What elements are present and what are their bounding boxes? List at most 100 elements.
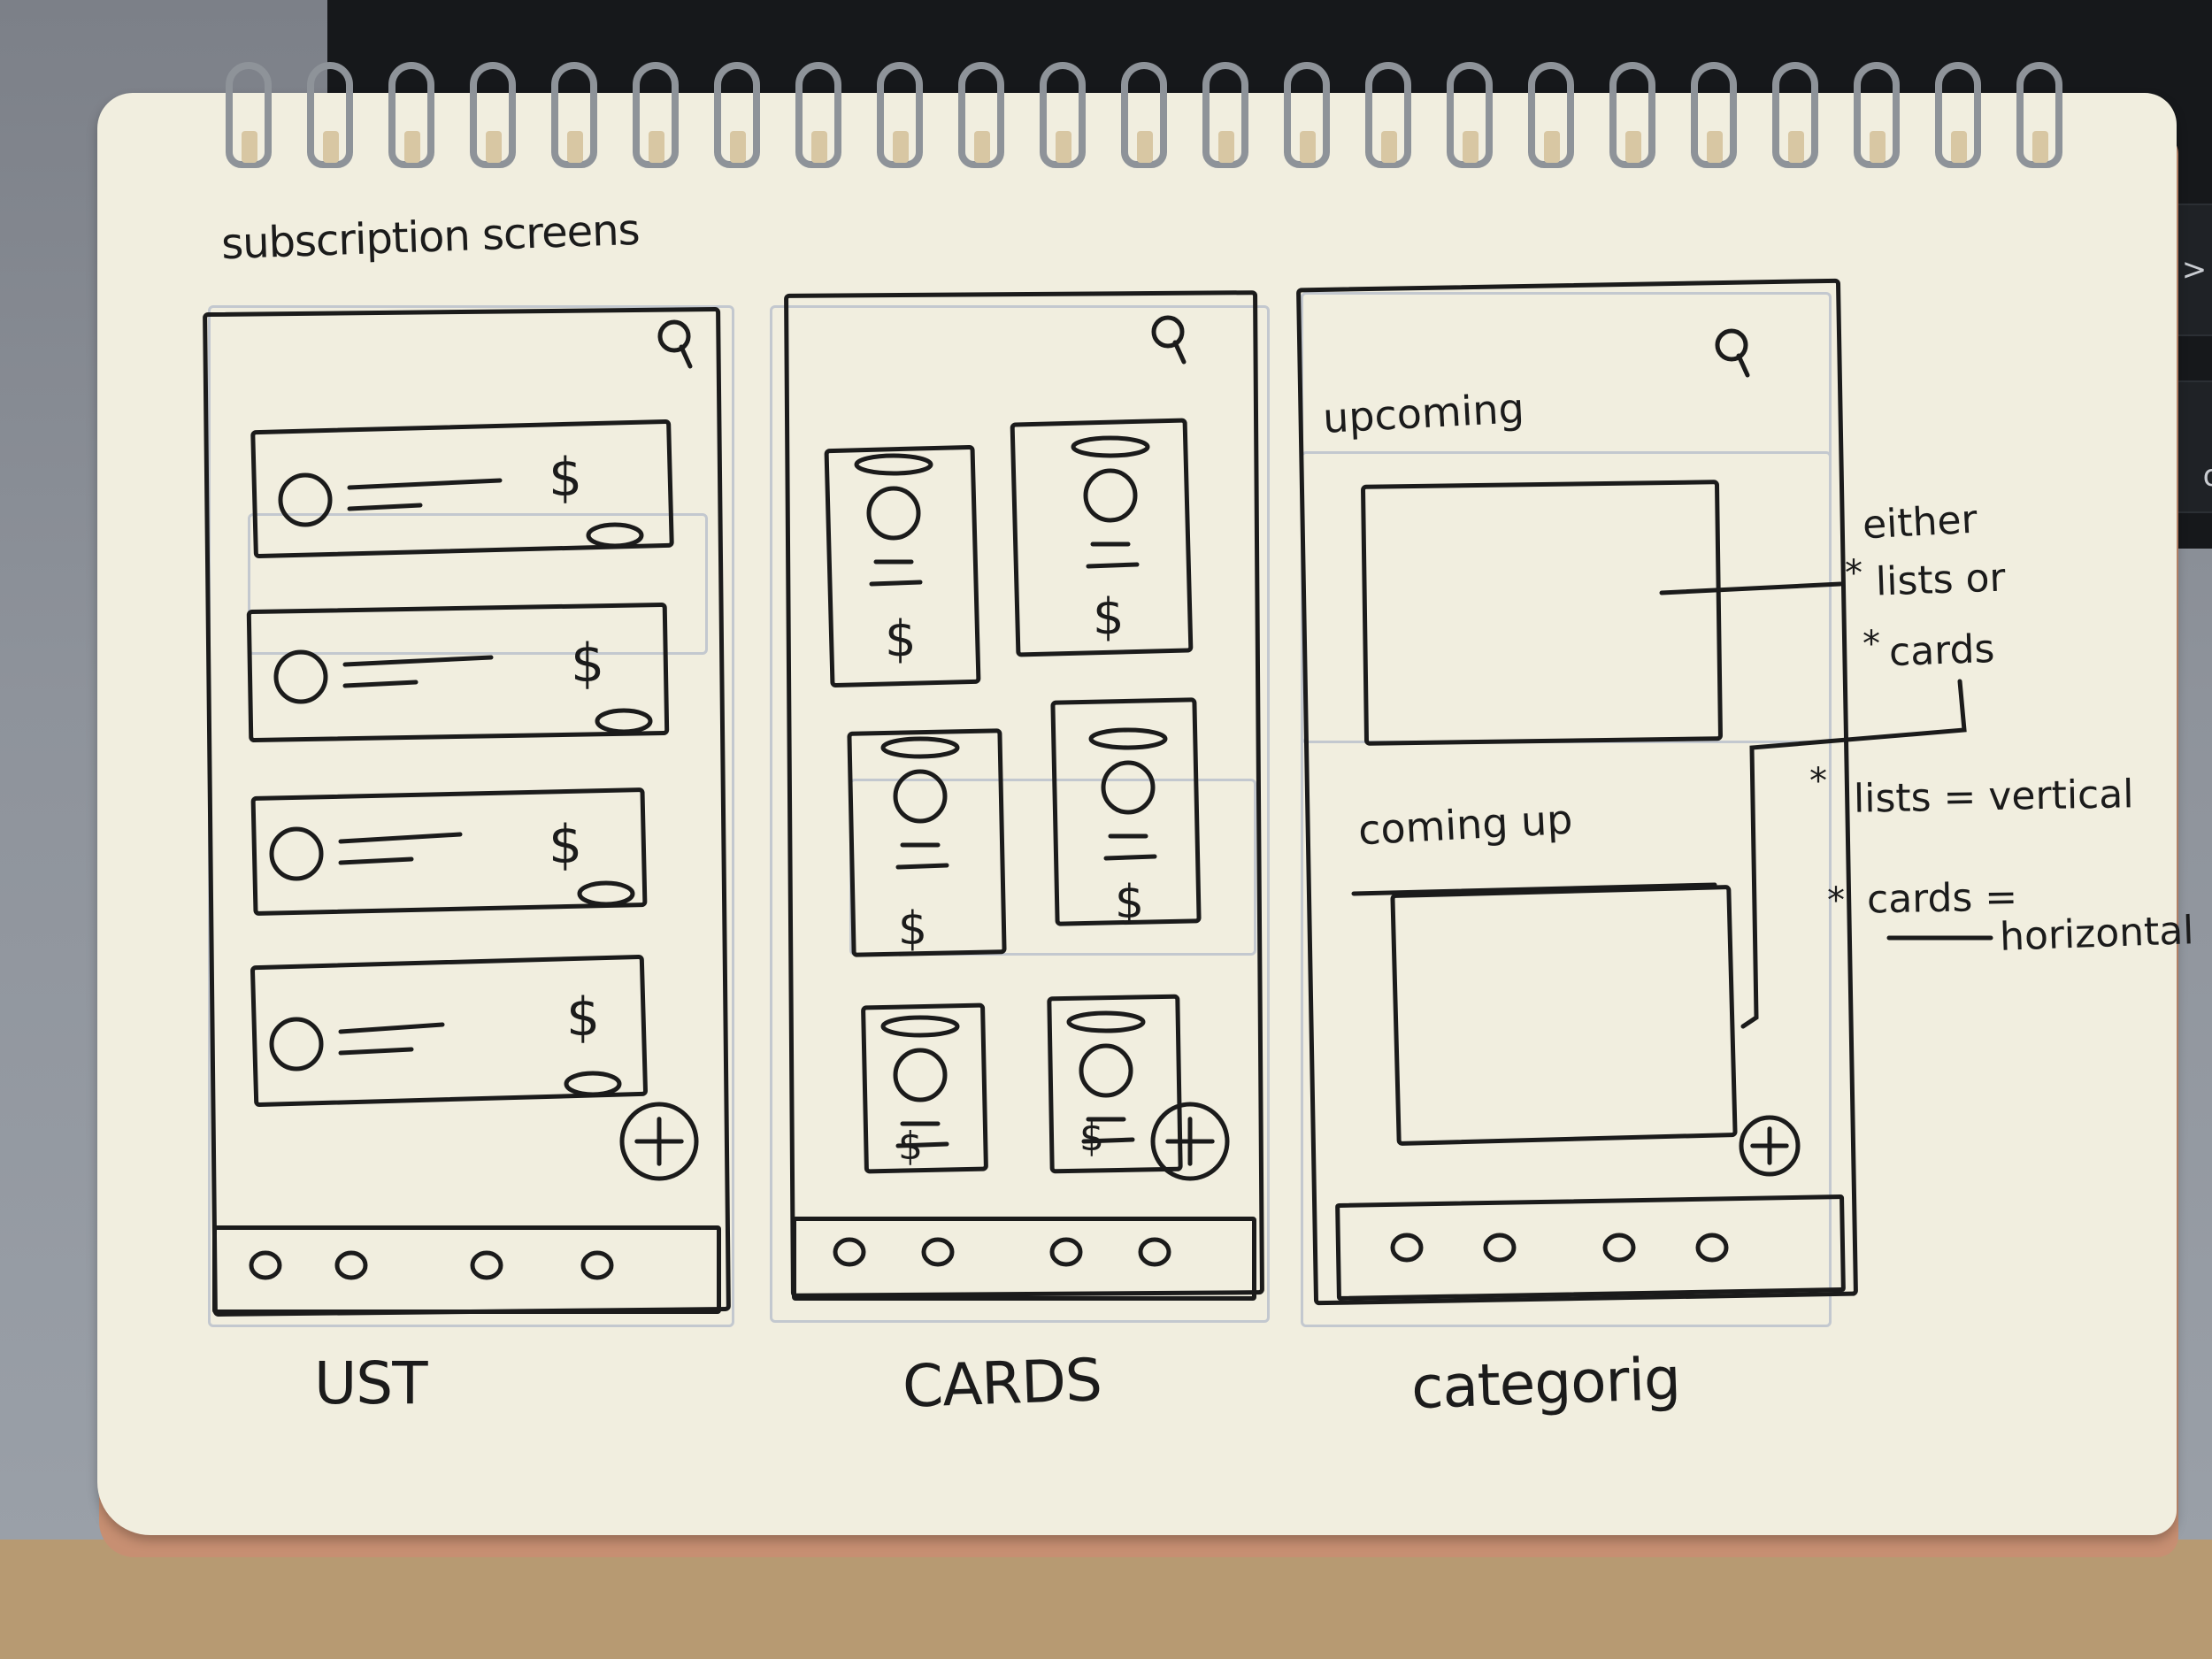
spiral-ring (1935, 62, 1981, 168)
spiral-ring (307, 62, 353, 168)
list-item-title-line (338, 832, 463, 844)
annotation-star: * (1827, 880, 1845, 921)
avatar-circle-icon (1083, 468, 1138, 523)
spiral-ring (388, 62, 434, 168)
list-item-title-line (338, 1022, 445, 1034)
nav-dot-icon (1695, 1233, 1729, 1263)
card-top-pill (1088, 727, 1168, 750)
search-icon (1172, 340, 1187, 365)
list-item-price: $ (549, 447, 583, 509)
card-price: $ (1093, 588, 1125, 646)
spiral-ring (1528, 62, 1574, 168)
avatar-circle-icon (1101, 760, 1156, 815)
coming-up-panel-top-line (1351, 882, 1717, 896)
annotation-pointer (1740, 679, 1967, 1029)
ghost-phone-2 (770, 305, 1270, 1323)
option-key-label: op (2203, 458, 2212, 494)
add-icon (619, 1102, 699, 1181)
card-subtitle-line (1103, 854, 1157, 861)
price-pill (586, 522, 644, 549)
nav-dot-icon (1483, 1233, 1517, 1263)
list-screen-label: UST (314, 1349, 428, 1417)
card-subtitle-line (1086, 562, 1140, 569)
nav-dot-icon (921, 1237, 955, 1267)
list-nav-bar (212, 1225, 721, 1314)
card-price: $ (1115, 876, 1145, 929)
nav-dot-icon (1049, 1237, 1083, 1267)
ghost-phone-3 (1301, 292, 1832, 1327)
spiral-ring (795, 62, 841, 168)
card-subtitle-line (1081, 1137, 1135, 1144)
list-item-subtitle-line (342, 680, 419, 688)
spiral-ring (1365, 62, 1411, 168)
ghost-panel (1301, 451, 1832, 743)
spiral-ring (633, 62, 679, 168)
spiral-ring (1040, 62, 1086, 168)
card-subtitle-line (895, 863, 949, 870)
spiral-ring (2016, 62, 2062, 168)
annotation-star: * (1809, 761, 1827, 802)
spiral-ring (958, 62, 1004, 168)
price-pill (577, 880, 635, 907)
desk (0, 1540, 2212, 1659)
card-subtitle-line (895, 1141, 949, 1148)
list-item-title-line (342, 655, 494, 667)
ghost-phone-1 (208, 305, 734, 1327)
annotation-pointer (1659, 581, 1843, 595)
avatar-circle-icon (893, 1048, 948, 1102)
spiral-ring (1854, 62, 1900, 168)
search-icon (1151, 315, 1185, 349)
price-pill (595, 708, 653, 734)
add-icon (1150, 1102, 1230, 1181)
card-top-pill (854, 453, 933, 476)
price-pill (564, 1071, 622, 1097)
avatar-circle-icon (269, 1017, 324, 1071)
nav-dot-icon (249, 1250, 282, 1280)
spiral-ring (714, 62, 760, 168)
card-top-pill (880, 1015, 960, 1038)
nav-dot-icon (1602, 1233, 1636, 1263)
nav-dot-icon (1390, 1233, 1424, 1263)
nav-dot-icon (833, 1237, 866, 1267)
annotation-star: * (1845, 553, 1863, 594)
nav-dot-icon (334, 1250, 368, 1280)
avatar-circle-icon (866, 486, 921, 541)
card-price: $ (1079, 1115, 1104, 1160)
card-price: $ (885, 611, 917, 668)
spiral-ring (1284, 62, 1330, 168)
card-top-pill (1071, 435, 1150, 458)
ghost-panel (849, 779, 1256, 956)
spiral-ring (1772, 62, 1818, 168)
avatar-circle-icon (893, 769, 948, 824)
list-item-price: $ (571, 633, 605, 695)
spiral-ring (877, 62, 923, 168)
annotation-star: * (1863, 624, 1880, 664)
card-subtitle-line (869, 580, 923, 587)
avatar-circle-icon (1079, 1043, 1133, 1098)
spiral-ring (1202, 62, 1248, 168)
card-top-pill (1066, 1010, 1146, 1033)
spiral-ring (470, 62, 516, 168)
search-icon (657, 319, 691, 353)
avatar-circle-icon (269, 826, 324, 881)
search-icon (679, 344, 693, 369)
card-top-pill (880, 736, 960, 759)
list-item-subtitle-line (338, 1047, 414, 1056)
spiral-ring (1691, 62, 1737, 168)
add-icon (1739, 1115, 1801, 1177)
spiral-ring (1121, 62, 1167, 168)
nav-dot-icon (470, 1250, 503, 1280)
avatar-circle-icon (278, 472, 333, 527)
ghost-panel (248, 513, 708, 655)
list-item-price: $ (549, 814, 583, 876)
spiral-ring (1609, 62, 1655, 168)
search-icon (1736, 353, 1750, 378)
list-item-subtitle-line (347, 503, 423, 511)
spiral-binding (0, 53, 2212, 204)
spiral-ring (551, 62, 597, 168)
spiral-ring (1447, 62, 1493, 168)
cards-nav-bar (792, 1217, 1256, 1301)
arrow-key-label: > (2181, 252, 2208, 288)
list-item-price: $ (566, 987, 601, 1048)
